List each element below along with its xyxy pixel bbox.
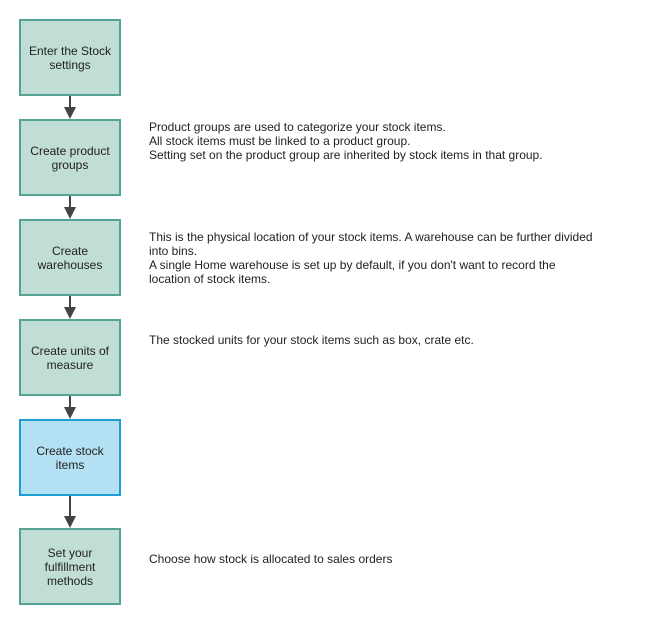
step-box-product-groups: Create product groups: [19, 119, 121, 196]
step-box-stock-settings: Enter the Stock settings: [19, 19, 121, 96]
step-box-warehouses: Create warehouses: [19, 219, 121, 296]
flow-arrow-4: [62, 396, 78, 420]
step-label-warehouses: Create warehouses: [37, 243, 103, 272]
flow-arrow-5: [62, 496, 78, 529]
flow-arrow-1: [62, 96, 78, 120]
flow-arrow-2: [62, 196, 78, 220]
step-box-fulfillment-methods: Set your fulfillment methods: [19, 528, 121, 605]
step-label-stock-settings: Enter the Stock settings: [28, 43, 112, 72]
step-label-fulfillment-methods: Set your fulfillment methods: [44, 545, 96, 588]
step-box-stock-items: Create stock items: [19, 419, 121, 496]
step-description-warehouses: This is the physical location of your st…: [149, 230, 593, 286]
step-description-fulfillment-methods: Choose how stock is allocated to sales o…: [149, 552, 393, 566]
step-box-units-of-measure: Create units of measure: [19, 319, 121, 396]
step-label-stock-items: Create stock items: [36, 443, 104, 472]
step-description-units-of-measure: The stocked units for your stock items s…: [149, 333, 474, 347]
flow-arrow-3: [62, 296, 78, 320]
step-label-product-groups: Create product groups: [30, 143, 110, 172]
step-description-product-groups: Product groups are used to categorize yo…: [149, 120, 543, 162]
step-label-units-of-measure: Create units of measure: [30, 343, 110, 372]
